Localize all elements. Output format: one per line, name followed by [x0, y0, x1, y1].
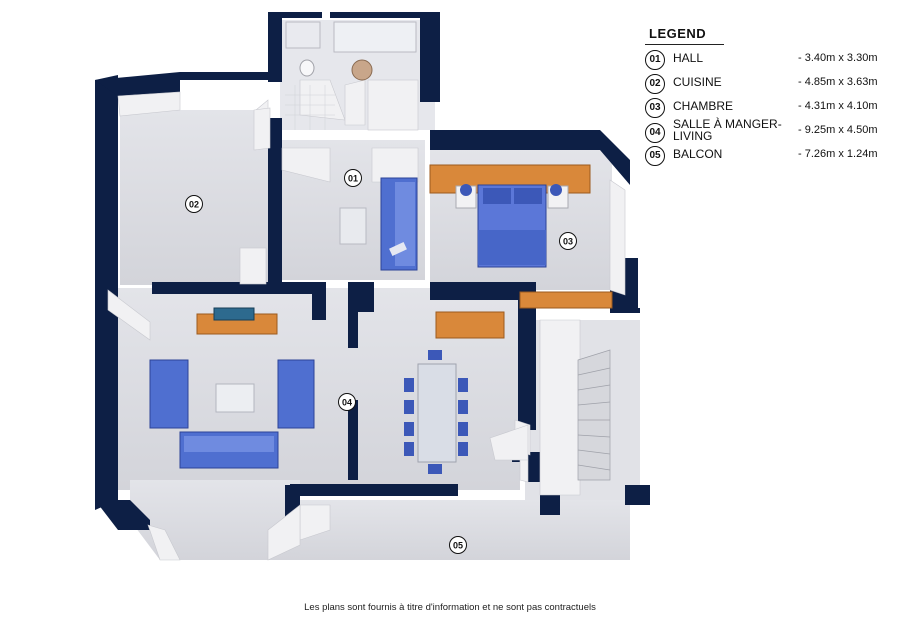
room-marker-text: 04 [342, 398, 352, 408]
legend-room-dimensions: - 9.25m x 4.50m [798, 124, 878, 136]
legend-room-name: BALCON [673, 147, 723, 161]
room-marker-04: 04 [338, 393, 356, 411]
hall-furniture [339, 177, 418, 271]
bedroom-furniture [429, 164, 613, 309]
legend-item-hall: 01 HALL - 3.40m x 3.30m [645, 50, 895, 74]
room-marker-text: 02 [189, 200, 199, 210]
legend-number: 04 [645, 123, 665, 143]
legend-room-name: SALLE À MANGER-LIVING [673, 117, 782, 143]
room-marker-03: 03 [559, 232, 577, 250]
legend-item-salle-a-manger-living: 04 SALLE À MANGER-LIVING - 9.25m x 4.50m [645, 118, 895, 146]
legend-item-chambre: 03 CHAMBRE - 4.31m x 4.10m [645, 98, 895, 122]
legend-item-balcon: 05 BALCON - 7.26m x 1.24m [645, 146, 895, 170]
wall-faces [107, 79, 626, 561]
legend-room-name: CUISINE [673, 75, 722, 89]
legend-number: 02 [645, 74, 665, 94]
room-marker-02: 02 [185, 195, 203, 213]
legend-room-dimensions: - 4.31m x 4.10m [798, 100, 878, 112]
room-marker-05: 05 [449, 536, 467, 554]
room-marker-01: 01 [344, 169, 362, 187]
legend-room-name: HALL [673, 51, 704, 65]
walls [95, 12, 650, 530]
legend-item-cuisine: 02 CUISINE - 4.85m x 3.63m [645, 74, 895, 98]
legend-room-dimensions: - 4.85m x 3.63m [798, 76, 878, 88]
living-furniture [149, 307, 505, 474]
legend-number: 03 [645, 98, 665, 118]
legend-room-dimensions: - 7.26m x 1.24m [798, 148, 878, 160]
room-marker-text: 05 [453, 541, 463, 551]
staircase [577, 349, 611, 481]
room-marker-text: 01 [348, 174, 358, 184]
legend-number: 01 [645, 50, 665, 70]
room-marker-text: 03 [563, 237, 573, 247]
legend-number: 05 [645, 146, 665, 166]
legend-title: LEGEND [645, 26, 724, 45]
legend-room-dimensions: - 3.40m x 3.30m [798, 52, 878, 64]
legend: LEGEND 01 HALL - 3.40m x 3.30m 02 CUISIN… [645, 26, 895, 166]
disclaimer-text: Les plans sont fournis à titre d'informa… [304, 602, 596, 613]
bathroom-fixtures [285, 21, 417, 130]
legend-room-name: CHAMBRE [673, 99, 734, 113]
